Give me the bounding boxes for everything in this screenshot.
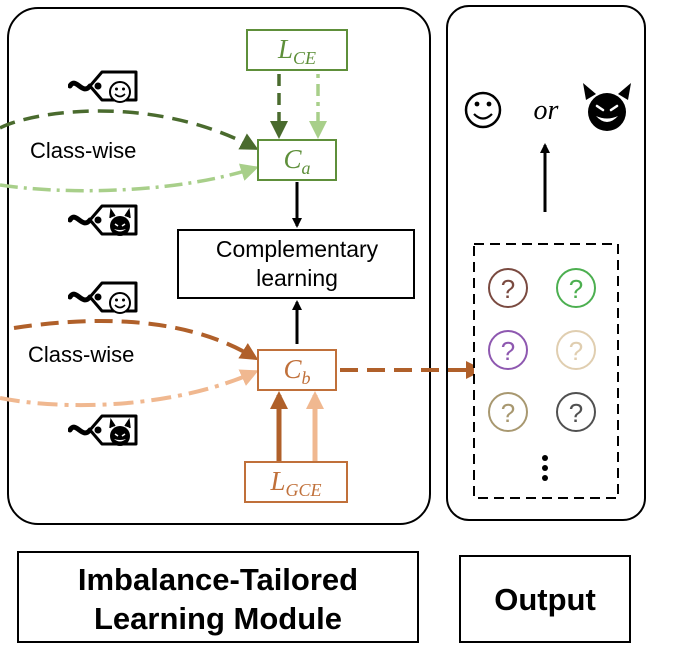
loss-ce-box xyxy=(246,29,348,71)
output-title: Output xyxy=(494,582,596,617)
loss-gce-box xyxy=(244,461,348,503)
devil-face-tag-icon xyxy=(70,416,136,446)
question-circle: ? xyxy=(488,330,528,370)
complementary-learning-line1: Complementary xyxy=(216,236,379,262)
class-wise-label-top: Class-wise xyxy=(30,138,136,163)
svg-text:?: ? xyxy=(501,336,515,366)
classifier-b-box xyxy=(257,349,337,391)
svg-text:?: ? xyxy=(569,336,583,366)
complementary-learning-box xyxy=(177,229,415,299)
module-title-line2: Learning Module xyxy=(94,601,342,636)
question-circle: ? xyxy=(556,268,596,308)
class-wise-orange-light-arrow xyxy=(0,369,259,408)
svg-text:?: ? xyxy=(569,398,583,428)
classifier-a-box xyxy=(257,139,337,181)
question-circle: ? xyxy=(556,392,596,432)
more-dots-icon xyxy=(542,455,548,481)
happy-face-tag-icon xyxy=(70,283,136,314)
loss-ce-label: LCE xyxy=(277,34,316,68)
svg-text:?: ? xyxy=(569,274,583,304)
complementary-learning-line2: learning xyxy=(256,265,338,291)
classifier-a-label: Ca xyxy=(283,144,310,178)
class-wise-orange-dark-arrow xyxy=(13,318,259,361)
module-title-line1: Imbalance-Tailored xyxy=(78,562,358,597)
class-wise-label-bottom: Class-wise xyxy=(28,342,134,367)
classifier-b-label: Cb xyxy=(283,354,310,388)
devil-face-icon xyxy=(583,83,631,131)
class-wise-green-light-arrow xyxy=(0,163,259,193)
devil-face-tag-icon xyxy=(70,206,136,236)
question-circle: ? xyxy=(488,392,528,432)
output-title-box xyxy=(459,555,631,643)
happy-face-icon xyxy=(464,91,502,129)
loss-gce-label: LGCE xyxy=(269,466,321,500)
svg-text:?: ? xyxy=(501,274,515,304)
svg-text:?: ? xyxy=(501,398,515,428)
class-wise-green-dark-arrow xyxy=(0,109,259,150)
or-label: or xyxy=(534,95,559,126)
module-title-box xyxy=(17,551,419,643)
question-circle: ? xyxy=(488,268,528,308)
happy-face-tag-icon xyxy=(70,72,136,103)
question-circle: ? xyxy=(556,330,596,370)
